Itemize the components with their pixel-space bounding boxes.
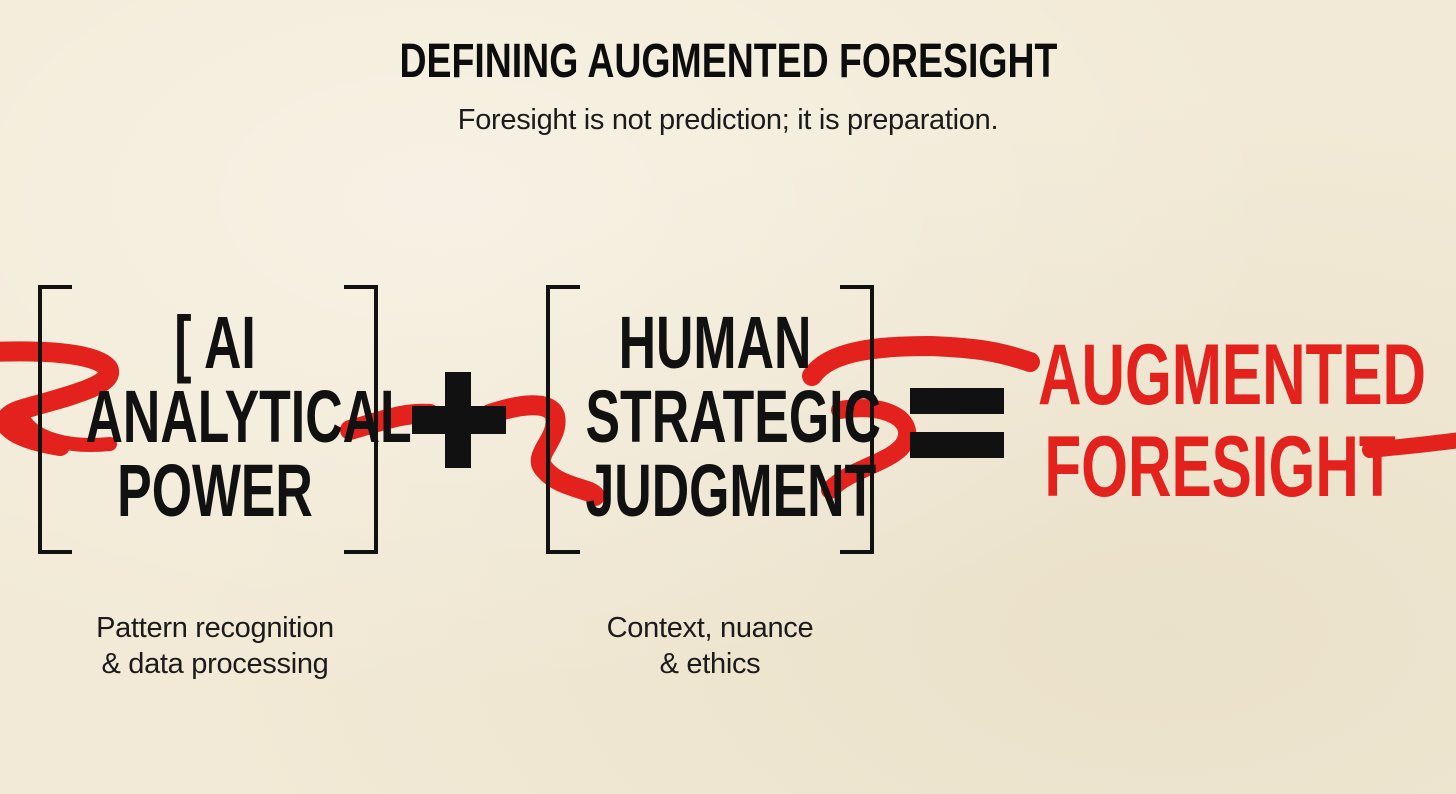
page-subtitle: Foresight is not prediction; it is prepa… bbox=[457, 104, 999, 136]
plus-operator bbox=[412, 372, 506, 468]
ai-caption-line: Pattern recognition bbox=[96, 612, 334, 644]
human-term-line: JUDGMENT bbox=[585, 449, 877, 532]
ai-term-line: [ AI bbox=[174, 301, 256, 384]
ai-analytical-power: [ AI ANALYTICAL POWER bbox=[85, 301, 412, 532]
page-title: DEFINING AUGMENTED FORESIGHT bbox=[399, 35, 1058, 88]
bracket-ai-right bbox=[344, 285, 378, 554]
ai-caption: Pattern recognition & data processing bbox=[60, 610, 370, 682]
ai-term-line: ANALYTICAL bbox=[85, 375, 412, 458]
ribbon-human-lower-loop bbox=[821, 399, 917, 499]
augmented-foresight-result: AUGMENTED FORESIGHT bbox=[1038, 327, 1426, 516]
human-caption: Context, nuance & ethics bbox=[560, 610, 860, 682]
result-line: AUGMENTED bbox=[1038, 327, 1426, 423]
human-strategic-judgment: HUMAN STRATEGIC JUDGMENT bbox=[585, 301, 881, 532]
ribbon-left-loop bbox=[0, 341, 119, 456]
bracket-human-left bbox=[546, 285, 580, 554]
human-caption-line: Context, nuance bbox=[606, 612, 814, 644]
bracket-ai-left bbox=[38, 285, 72, 554]
result-line: FORESIGHT bbox=[1044, 419, 1396, 515]
ai-term-line: POWER bbox=[117, 449, 313, 532]
human-term-line: STRATEGIC bbox=[585, 375, 881, 458]
bracket-human-right bbox=[840, 285, 874, 554]
human-caption-line: & ethics bbox=[659, 648, 761, 680]
ai-caption-line: & data processing bbox=[101, 648, 329, 680]
ribbon-right-tail bbox=[1362, 432, 1456, 458]
human-term-line: HUMAN bbox=[618, 301, 812, 384]
equals-operator bbox=[910, 388, 1004, 458]
ribbon-human-to-equals bbox=[802, 336, 1040, 386]
ribbon-left-arc bbox=[13, 405, 117, 452]
